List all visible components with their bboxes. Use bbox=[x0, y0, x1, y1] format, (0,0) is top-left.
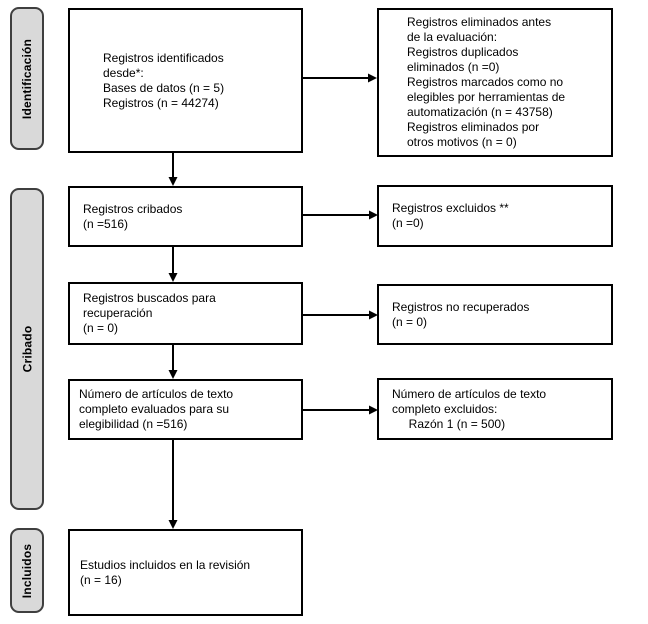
stage-bar-cribado: Cribado bbox=[10, 188, 44, 510]
arrow-assessed-to-ft-excluded-icon bbox=[303, 405, 378, 415]
box-records-removed-text: Registros eliminados antes de la evaluac… bbox=[407, 15, 566, 149]
box-records-not-retrieved-text: Registros no recuperados (n = 0) bbox=[392, 299, 530, 329]
box-fulltext-excluded-text: Número de artículos de texto completo ex… bbox=[392, 386, 547, 431]
box-records-identified-text: Registros identificados desde*: Bases de… bbox=[103, 50, 225, 110]
box-records-excluded: Registros excluidos ** (n =0) bbox=[377, 185, 613, 247]
box-studies-included: Estudios incluidos en la revisión (n = 1… bbox=[68, 529, 303, 616]
stage-label-incluidos: Incluidos bbox=[20, 543, 35, 598]
arrow-sought-to-assessed-icon bbox=[168, 345, 178, 379]
box-records-screened-text: Registros cribados (n =516) bbox=[83, 201, 183, 231]
box-articles-assessed-text: Número de artículos de texto completo ev… bbox=[79, 387, 234, 431]
arrow-sought-to-not-retrieved-icon bbox=[303, 310, 378, 320]
box-records-identified: Registros identificados desde*: Bases de… bbox=[68, 8, 303, 153]
arrow-screened-to-excluded-icon bbox=[303, 210, 378, 220]
box-records-sought: Registros buscados para recuperación (n … bbox=[68, 282, 303, 345]
stage-bar-identificacion: Identificación bbox=[10, 7, 44, 150]
box-records-not-retrieved: Registros no recuperados (n = 0) bbox=[377, 284, 613, 345]
box-studies-included-text: Estudios incluidos en la revisión (n = 1… bbox=[80, 557, 251, 587]
box-records-removed: Registros eliminados antes de la evaluac… bbox=[377, 8, 613, 157]
box-records-excluded-text: Registros excluidos ** (n =0) bbox=[392, 201, 509, 230]
arrow-identified-to-removed-icon bbox=[303, 73, 377, 83]
stage-label-identificacion: Identificación bbox=[20, 38, 34, 119]
box-records-sought-text: Registros buscados para recuperación (n … bbox=[83, 291, 216, 335]
box-records-screened: Registros cribados (n =516) bbox=[68, 186, 303, 247]
stage-bar-incluidos: Incluidos bbox=[10, 528, 44, 613]
arrow-screened-to-sought-icon bbox=[168, 247, 178, 282]
box-articles-assessed: Número de artículos de texto completo ev… bbox=[68, 379, 303, 440]
box-fulltext-excluded: Número de artículos de texto completo ex… bbox=[377, 378, 613, 440]
arrow-assessed-to-included-icon bbox=[168, 440, 178, 529]
arrow-identified-to-screened-icon bbox=[168, 153, 178, 186]
stage-label-cribado: Cribado bbox=[20, 325, 35, 373]
